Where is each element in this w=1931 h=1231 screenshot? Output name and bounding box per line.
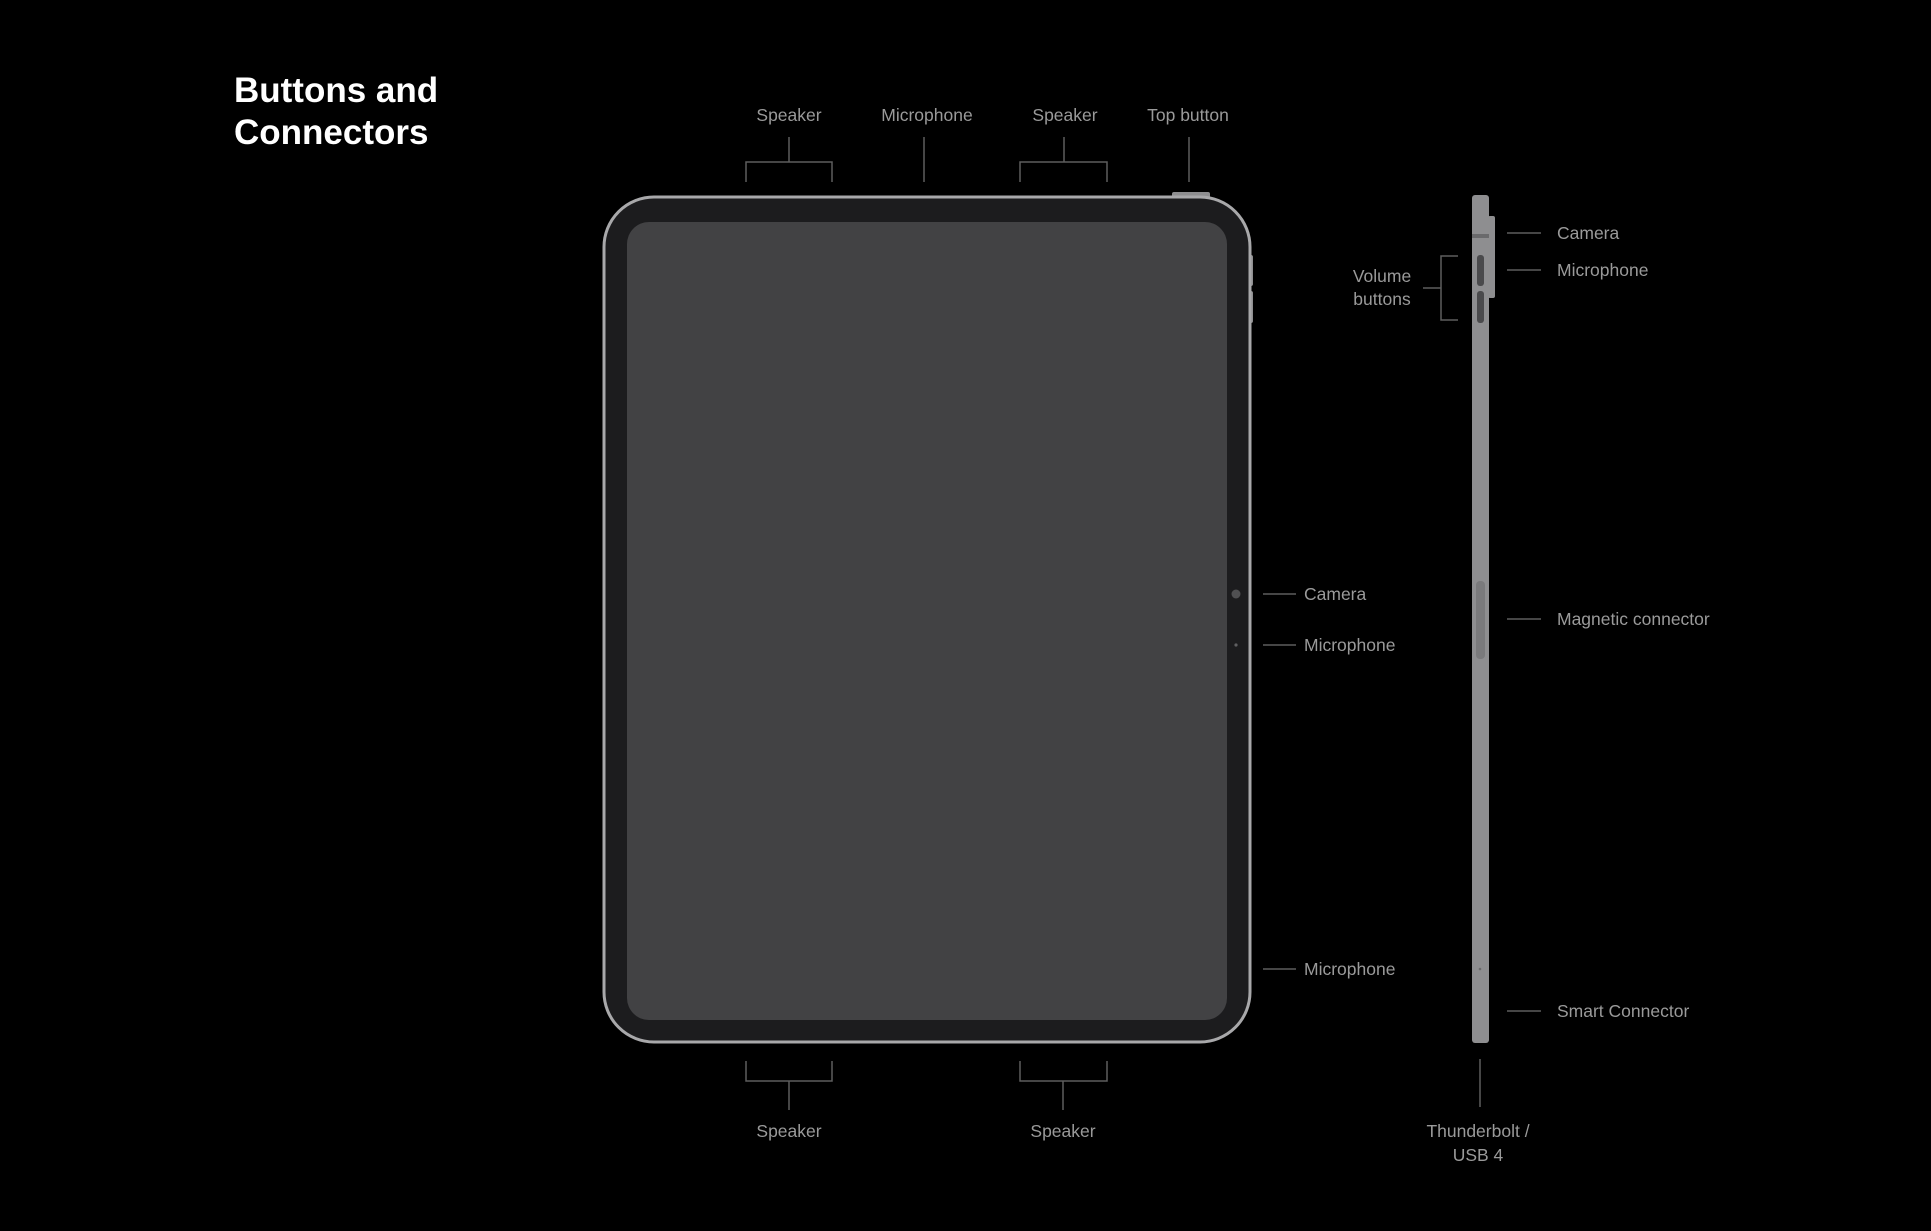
label-top-speaker-right: Speaker (1032, 105, 1097, 125)
label-volume-line2: buttons (1353, 289, 1411, 309)
bracket-bottom-speaker-right (1019, 1061, 1108, 1110)
label-top-button: Top button (1147, 105, 1229, 125)
label-side-microphone: Microphone (1557, 260, 1648, 280)
side-volume-up (1477, 255, 1484, 286)
bracket-top-speaker-right (1019, 137, 1108, 182)
front-camera-dot (1231, 589, 1241, 599)
label-magnetic-connector: Magnetic connector (1557, 609, 1710, 629)
label-side-camera: Camera (1557, 223, 1620, 243)
ipad-side-view (1472, 195, 1495, 1043)
bottom-callouts: Speaker Speaker (745, 1061, 1108, 1141)
side-volume-down (1477, 291, 1484, 323)
side-microphone-dot (1478, 967, 1482, 971)
label-front-microphone-bottom: Microphone (1304, 959, 1395, 979)
label-thunderbolt-line2: USB 4 (1453, 1145, 1504, 1165)
label-bottom-speaker-right: Speaker (1030, 1121, 1095, 1141)
magnetic-connector (1476, 581, 1485, 659)
front-microphone-dot (1234, 643, 1238, 647)
top-callouts: Speaker Microphone Speaker Top button (745, 105, 1229, 182)
side-top-button (1488, 216, 1495, 298)
label-top-microphone: Microphone (881, 105, 972, 125)
label-thunderbolt-line1: Thunderbolt / (1426, 1121, 1529, 1141)
label-volume-line1: Volume (1353, 266, 1411, 286)
ipad-front-view (602, 192, 1253, 1044)
side-camera-band (1472, 234, 1489, 238)
bracket-top-speaker-left (745, 137, 833, 182)
label-top-speaker-left: Speaker (756, 105, 821, 125)
label-smart-connector: Smart Connector (1557, 1001, 1689, 1021)
title-line-1: Buttons and (234, 71, 439, 110)
label-bottom-speaker-left: Speaker (756, 1121, 821, 1141)
label-front-microphone: Microphone (1304, 635, 1395, 655)
ipad-screen (627, 222, 1227, 1020)
front-right-callouts: Camera Microphone Microphone (1263, 584, 1395, 979)
page-title: Buttons and Connectors (234, 70, 438, 154)
side-callouts: Volume buttons Camera Microphone Magneti… (1353, 223, 1710, 1165)
bracket-bottom-speaker-left (745, 1061, 833, 1110)
title-line-2: Connectors (234, 113, 429, 152)
label-front-camera: Camera (1304, 584, 1367, 604)
bracket-volume-buttons (1423, 255, 1458, 321)
